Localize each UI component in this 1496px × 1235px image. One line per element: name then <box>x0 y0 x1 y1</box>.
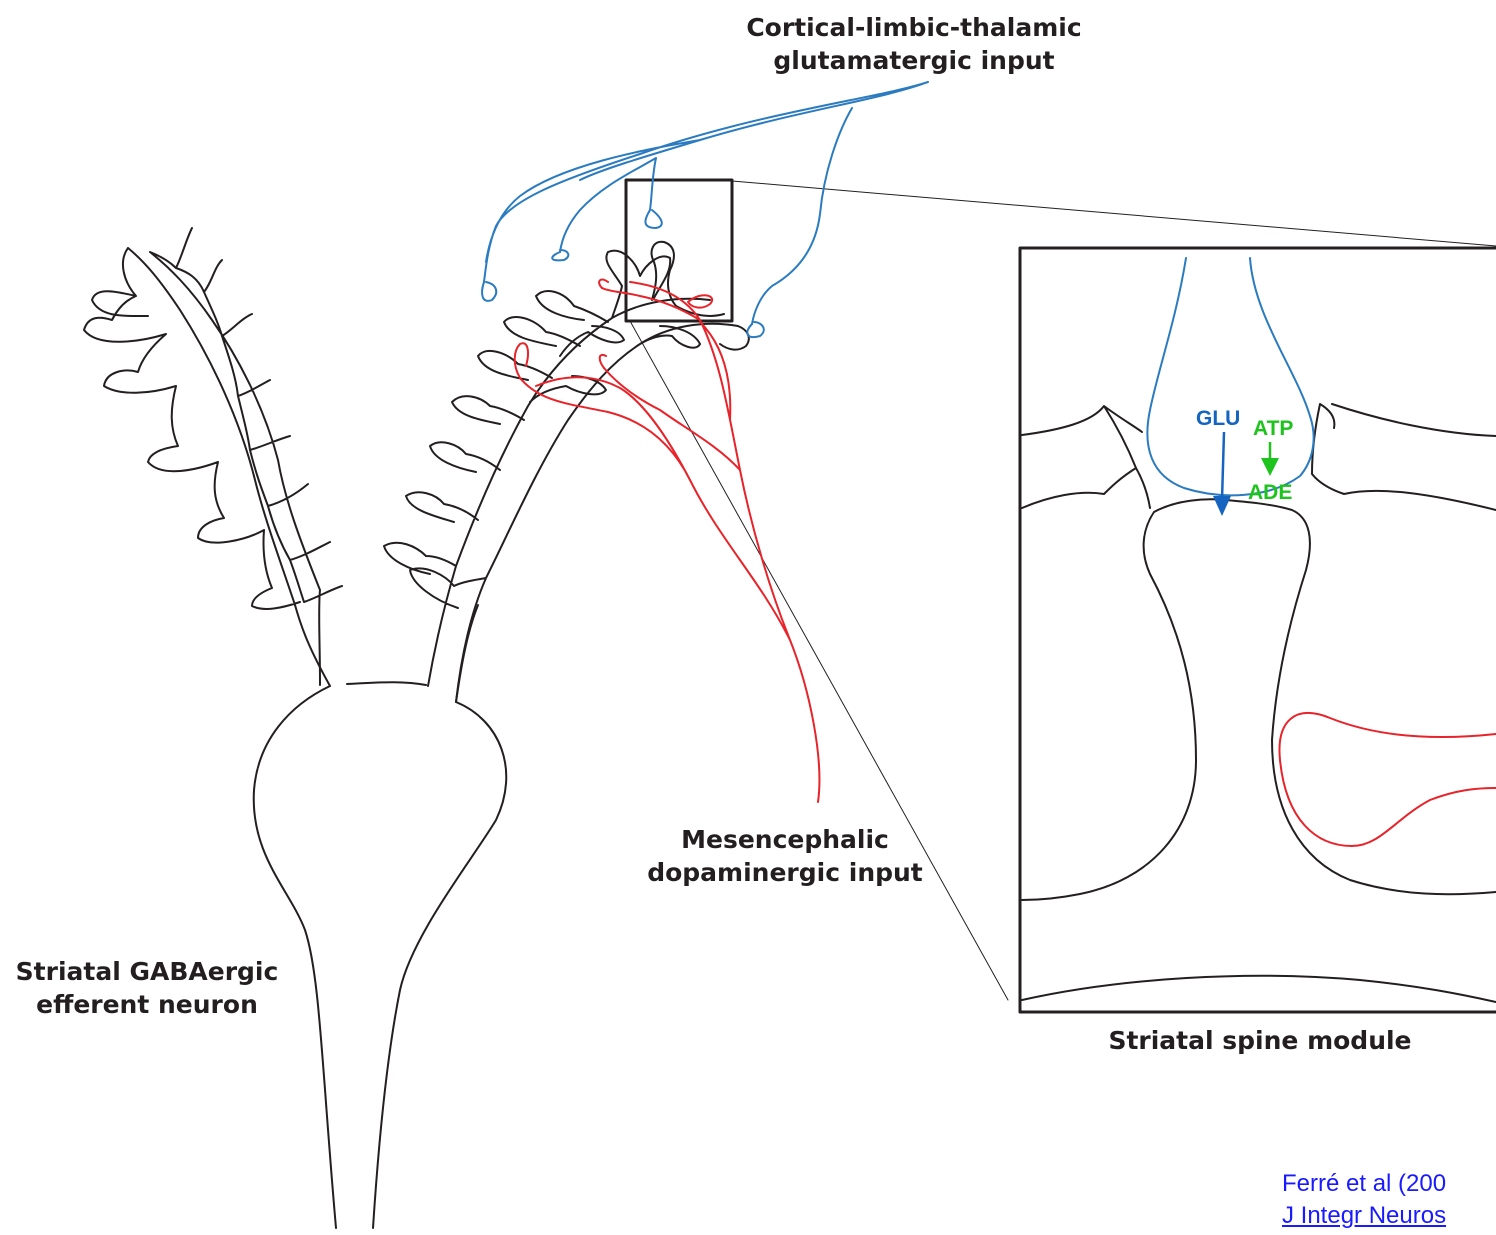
glutamatergic-fibres <box>484 82 1314 495</box>
ade-label: ADE <box>1248 482 1292 504</box>
atp-to-ade-arrow <box>1261 442 1279 476</box>
gaba-neuron-label: Striatal GABAergic efferent neuron <box>0 955 294 1021</box>
gaba-neuron-line-1: Striatal GABAergic <box>0 955 294 988</box>
dopaminergic-input-label: Mesencephalic dopaminergic input <box>640 823 930 889</box>
cortical-input-line-2: glutamatergic input <box>736 44 1092 77</box>
citation-line-2: J Integr Neuros <box>1282 1200 1446 1232</box>
glu-bouton-4 <box>747 322 763 337</box>
gaba-neuron-line-2: efferent neuron <box>0 988 294 1021</box>
dopaminergic-input-line-2: dopaminergic input <box>640 856 930 889</box>
dopaminergic-fibres <box>515 282 820 802</box>
spine-module-label: Striatal spine module <box>1090 1024 1430 1057</box>
neuron-soma <box>254 605 507 1228</box>
module-dopamine-terminal <box>1279 713 1496 846</box>
cortical-input-label: Cortical-limbic-thalamic glutamatergic i… <box>736 11 1092 77</box>
glu-bouton-1 <box>482 282 496 301</box>
module-frame <box>1020 248 1496 1012</box>
cortical-input-line-1: Cortical-limbic-thalamic <box>736 11 1092 44</box>
glu-arrow <box>1213 432 1231 516</box>
glu-bouton-2 <box>552 250 568 260</box>
citation: Ferré et al (200 J Integr Neuros <box>1282 1168 1446 1232</box>
left-dendrite <box>84 228 342 685</box>
glu-label: GLU <box>1196 408 1240 430</box>
glu-bouton-3 <box>645 210 661 228</box>
citation-line-1: Ferré et al (200 <box>1282 1168 1446 1200</box>
dopaminergic-input-line-1: Mesencephalic <box>640 823 930 856</box>
right-dendrite <box>384 251 749 702</box>
atp-label: ATP <box>1253 418 1293 440</box>
